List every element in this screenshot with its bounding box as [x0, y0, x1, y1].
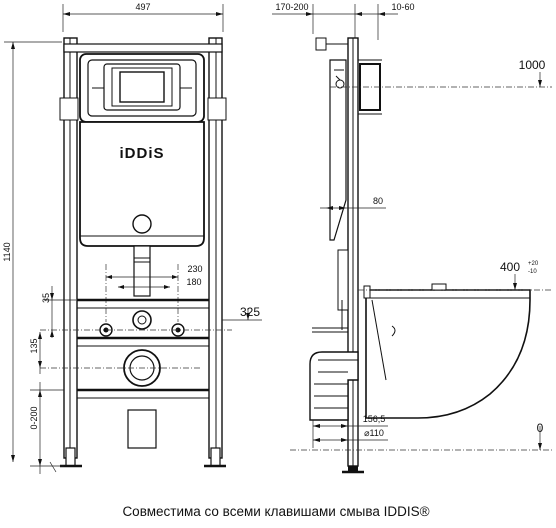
side-view: 170-200 10-60 1000 80 — [272, 2, 552, 474]
compatibility-caption: Совместима со всеми клавишами смыва IDDI… — [122, 504, 429, 519]
frame-width-label: 497 — [135, 2, 150, 12]
cistern-tank — [79, 121, 205, 247]
front-view: 497 1140 iDDiS — [2, 2, 262, 474]
support-depth-label: 80 — [373, 196, 383, 206]
bowl-tolerance-lower: -10 — [528, 269, 537, 275]
tank-outlet — [132, 214, 152, 234]
drain-diameter-label: ⌀110 — [364, 428, 384, 438]
brand-logo: iDDiS — [119, 145, 164, 162]
wall-offset-label: 170-200 — [275, 2, 308, 12]
flush-pipe — [133, 245, 151, 297]
bowl-tolerance-upper: +20 — [528, 261, 539, 267]
drain-elbow — [309, 351, 359, 421]
right-foot — [210, 447, 221, 467]
inlet-height-label: 325 — [240, 305, 260, 319]
height-35-label: 35 — [41, 293, 51, 303]
plate-depth-label: 10-60 — [391, 2, 414, 12]
floor-adjust-label: 0-200 — [29, 406, 39, 429]
bowl-height-label: 400 — [500, 260, 520, 274]
drain-offset-label: 156,5 — [363, 414, 386, 424]
width-230-label: 230 — [187, 264, 202, 274]
height-135-label: 135 — [29, 338, 39, 353]
floor-level-label: 0 — [537, 421, 544, 435]
side-cistern — [329, 59, 347, 241]
width-180-label: 180 — [186, 277, 201, 287]
frame-height-label: 1140 — [2, 242, 12, 261]
water-inlet-connection — [132, 310, 152, 330]
left-foot — [65, 447, 76, 467]
plate-height-label: 1000 — [519, 58, 546, 72]
drain-pipe — [127, 409, 157, 449]
wall-hung-bowl — [365, 289, 531, 419]
